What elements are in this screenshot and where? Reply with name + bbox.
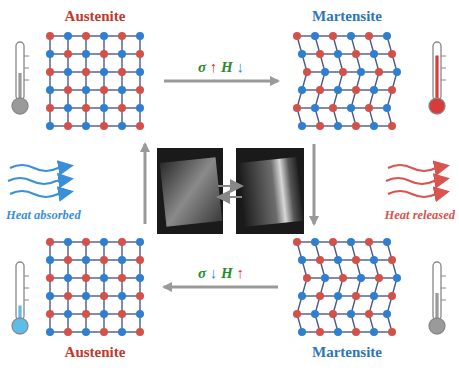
transition-arrow <box>164 80 278 83</box>
photo-sample <box>160 157 222 227</box>
crystal-lattice <box>40 232 150 342</box>
transition-arrow <box>144 144 147 224</box>
phase-heading: Martensite <box>292 6 402 26</box>
lattice-panel: Martensite <box>292 232 402 362</box>
crystal-lattice <box>292 232 402 342</box>
crystal-lattice <box>292 26 402 136</box>
thermometer <box>12 262 29 334</box>
heat-label: Heat absorbed <box>6 208 81 223</box>
transition-arrow <box>164 286 278 289</box>
heat-absorbed-arrows <box>8 165 70 197</box>
phase-heading: Martensite <box>292 342 402 362</box>
phase-heading: Austenite <box>40 342 150 362</box>
thermometer <box>429 262 446 334</box>
phase-heading: Austenite <box>40 6 150 26</box>
lattice-panel: Martensite <box>292 6 402 136</box>
transition-arrow <box>218 185 240 187</box>
thermometer <box>429 42 446 114</box>
edge-label: σ ↓ H ↑ <box>196 264 246 282</box>
photo <box>236 148 304 234</box>
crystal-lattice <box>40 26 150 136</box>
transition-arrow <box>313 144 316 224</box>
thermometer <box>12 42 29 114</box>
photo <box>157 148 223 234</box>
edge-label: σ ↑ H ↓ <box>196 58 246 76</box>
heat-released-arrows <box>386 165 446 197</box>
heat-label: Heat released <box>385 208 455 223</box>
photo-sample <box>239 157 303 227</box>
lattice-panel: Austenite <box>40 232 150 362</box>
transition-arrow <box>220 196 242 198</box>
lattice-panel: Austenite <box>40 6 150 136</box>
